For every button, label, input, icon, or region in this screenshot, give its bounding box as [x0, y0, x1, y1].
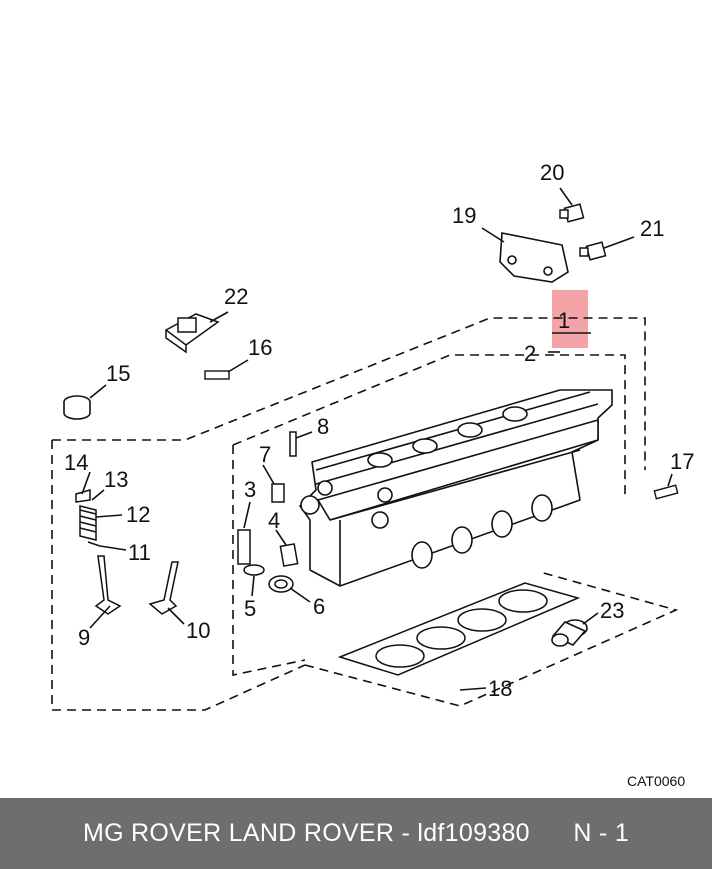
- callout-1-highlight: [552, 290, 588, 348]
- bolts: [559, 203, 607, 261]
- drawing-code: CAT0060: [627, 773, 685, 789]
- part-22: [164, 313, 220, 354]
- footer-text: MG ROVER LAND ROVER - ldf109380 N - 1: [82, 819, 630, 847]
- callout-20[interactable]: 20: [540, 160, 564, 185]
- valve-parts: [75, 431, 299, 615]
- callout-14[interactable]: 14: [64, 450, 88, 475]
- part-23: [551, 619, 588, 647]
- callout-9[interactable]: 9: [78, 625, 90, 650]
- part-15: [63, 395, 91, 420]
- parts-diagram: 1 2 3 4 5 6 7 8 9 10 11 12 13 14 15 16 1…: [51, 160, 694, 789]
- callout-18[interactable]: 18: [488, 676, 512, 701]
- callout-2[interactable]: 2: [524, 341, 536, 366]
- callout-15[interactable]: 15: [106, 361, 130, 386]
- callout-17[interactable]: 17: [670, 449, 694, 474]
- callout-3[interactable]: 3: [244, 477, 256, 502]
- callout-16[interactable]: 16: [248, 335, 272, 360]
- callout-19[interactable]: 19: [452, 203, 476, 228]
- callout-5[interactable]: 5: [244, 596, 256, 621]
- cover-plate: [499, 232, 569, 283]
- callout-4[interactable]: 4: [268, 508, 280, 533]
- cylinder-head: [299, 389, 613, 587]
- callout-11[interactable]: 11: [128, 540, 151, 565]
- callout-21[interactable]: 21: [640, 216, 664, 241]
- callout-6[interactable]: 6: [313, 594, 325, 619]
- callout-labels: 1 2 3 4 5 6 7 8 9 10 11 12 13 14 15 16 1…: [64, 160, 694, 789]
- callout-1[interactable]: 1: [558, 308, 570, 333]
- callout-12[interactable]: 12: [126, 502, 150, 527]
- assembly-outline-2: [232, 354, 626, 676]
- assembly-outline-1: [51, 317, 646, 711]
- gasket-outline: [304, 571, 679, 707]
- studs: [204, 370, 679, 500]
- callout-23[interactable]: 23: [600, 598, 624, 623]
- footer-bar: MG ROVER LAND ROVER - ldf109380 N - 1: [0, 798, 712, 869]
- callout-7[interactable]: 7: [259, 442, 271, 467]
- callout-22[interactable]: 22: [224, 284, 248, 309]
- head-gasket: [337, 582, 581, 676]
- callout-10[interactable]: 10: [186, 618, 210, 643]
- callout-13[interactable]: 13: [104, 467, 128, 492]
- callout-8[interactable]: 8: [317, 414, 329, 439]
- leader-lines: [81, 187, 673, 691]
